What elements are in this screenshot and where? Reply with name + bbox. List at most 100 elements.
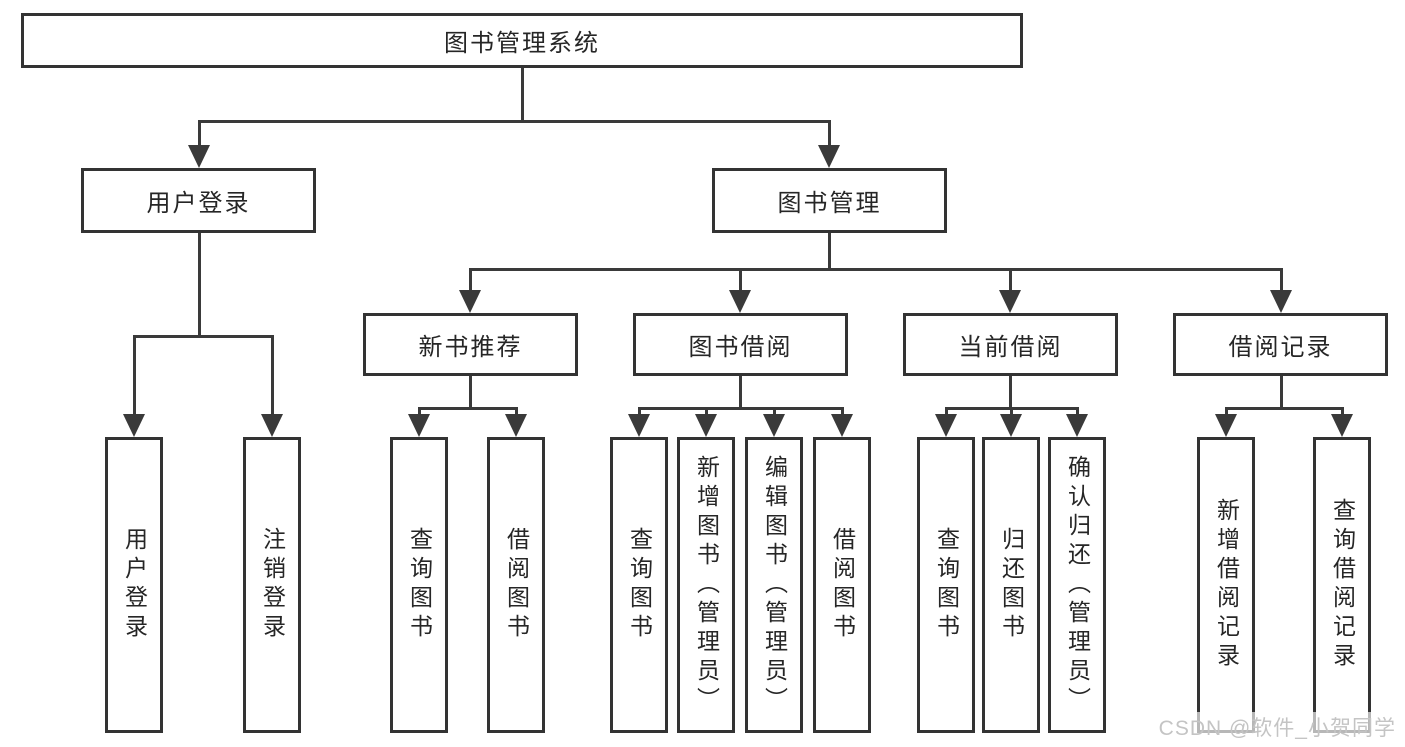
arrow-down-icon: [1331, 407, 1353, 437]
arrow-head: [123, 414, 145, 437]
node-book-management: 图书管理: [712, 168, 947, 233]
arrow-stem: [132, 335, 136, 417]
arrow-head: [695, 414, 717, 437]
arrow-head: [1331, 414, 1353, 437]
arrow-head: [628, 414, 650, 437]
node-leaf-query-borrow-rec: 查询借阅记录: [1313, 437, 1371, 733]
arrow-down-icon: [729, 268, 751, 313]
arrow-stem: [738, 268, 742, 293]
connector-stub-system-root: [520, 68, 524, 123]
arrow-stem: [1008, 268, 1012, 293]
arrow-down-icon: [628, 407, 650, 437]
arrow-stem: [1009, 407, 1013, 417]
arrow-stem: [270, 335, 274, 417]
arrow-down-icon: [935, 407, 957, 437]
node-leaf-add-borrow-rec: 新增借阅记录: [1197, 437, 1255, 733]
arrow-down-icon: [1000, 407, 1022, 437]
arrow-down-icon: [763, 407, 785, 437]
node-system-root: 图书管理系统: [21, 13, 1023, 68]
arrow-head: [459, 290, 481, 313]
arrow-stem: [514, 407, 518, 417]
connector-bar-book-management: [468, 268, 1283, 271]
arrow-down-icon: [1270, 268, 1292, 313]
arrow-down-icon: [459, 268, 481, 313]
node-label: 确认归还（管理员）: [1064, 454, 1091, 716]
node-leaf-query-books-3: 查询图书: [917, 437, 975, 733]
arrow-head: [818, 145, 840, 168]
node-label: 查询图书: [406, 527, 433, 643]
connector-stub-book-borrowing: [738, 376, 742, 410]
connector-stub-new-book-recommend: [468, 376, 472, 410]
node-label: 借阅图书: [829, 527, 856, 643]
node-leaf-return-book: 归还图书: [982, 437, 1040, 733]
node-label: 查询图书: [626, 527, 653, 643]
arrow-down-icon: [1215, 407, 1237, 437]
arrow-head: [505, 414, 527, 437]
node-label: 查询借阅记录: [1329, 498, 1356, 672]
arrow-down-icon: [188, 120, 210, 168]
arrow-stem: [840, 407, 844, 417]
connector-bar-book-borrowing: [637, 407, 844, 410]
arrow-down-icon: [695, 407, 717, 437]
node-label: 归还图书: [998, 527, 1025, 643]
arrow-head: [729, 290, 751, 313]
arrow-down-icon: [123, 335, 145, 437]
arrow-stem: [1340, 407, 1344, 417]
arrow-down-icon: [261, 335, 283, 437]
node-leaf-logout: 注销登录: [243, 437, 301, 733]
node-label: 注销登录: [259, 527, 286, 643]
node-label: 图书借阅: [688, 334, 793, 361]
node-label: 当前借阅: [958, 334, 1063, 361]
arrow-stem: [197, 120, 201, 148]
arrow-head: [1270, 290, 1292, 313]
arrow-down-icon: [505, 407, 527, 437]
node-label: 借阅记录: [1228, 334, 1333, 361]
node-label: 图书管理: [777, 190, 882, 217]
node-label: 新书推荐: [418, 334, 523, 361]
arrow-down-icon: [408, 407, 430, 437]
arrow-stem: [1279, 268, 1283, 293]
node-label: 用户登录: [121, 527, 148, 643]
arrow-stem: [944, 407, 948, 417]
arrow-stem: [827, 120, 831, 148]
node-leaf-borrow-books-2: 借阅图书: [813, 437, 871, 733]
connector-stub-book-management: [827, 233, 831, 271]
arrow-head: [935, 414, 957, 437]
arrow-head: [261, 414, 283, 437]
arrow-stem: [704, 407, 708, 417]
node-leaf-edit-book-admin: 编辑图书（管理员）: [745, 437, 803, 733]
node-label: 图书管理系统: [444, 30, 600, 57]
node-current-borrowing: 当前借阅: [903, 313, 1118, 376]
node-leaf-borrow-books-1: 借阅图书: [487, 437, 545, 733]
arrow-stem: [1075, 407, 1079, 417]
node-leaf-confirm-return: 确认归还（管理员）: [1048, 437, 1106, 733]
arrow-stem: [637, 407, 641, 417]
node-user-login: 用户登录: [81, 168, 316, 233]
connector-stub-borrow-records: [1279, 376, 1283, 410]
node-leaf-query-books-1: 查询图书: [390, 437, 448, 733]
arrow-stem: [1224, 407, 1228, 417]
arrow-head: [1215, 414, 1237, 437]
node-label: 查询图书: [933, 527, 960, 643]
node-book-borrowing: 图书借阅: [633, 313, 848, 376]
node-borrow-records: 借阅记录: [1173, 313, 1388, 376]
arrow-stem: [468, 268, 472, 293]
node-label: 编辑图书（管理员）: [761, 454, 788, 716]
node-leaf-user-login: 用户登录: [105, 437, 163, 733]
arrow-head: [763, 414, 785, 437]
node-label: 借阅图书: [503, 527, 530, 643]
arrow-head: [1000, 414, 1022, 437]
arrow-head: [831, 414, 853, 437]
connector-bar-user-login: [132, 335, 274, 338]
node-label: 用户登录: [146, 190, 251, 217]
node-label: 新增借阅记录: [1213, 498, 1240, 672]
csdn-watermark: CSDN @软件_小贺同学: [1155, 712, 1399, 742]
arrow-head: [999, 290, 1021, 313]
arrow-stem: [772, 407, 776, 417]
connector-stub-current-borrowing: [1008, 376, 1012, 410]
node-label: 新增图书（管理员）: [693, 454, 720, 716]
arrow-head: [408, 414, 430, 437]
connector-bar-system-root: [197, 120, 831, 123]
node-new-book-recommend: 新书推荐: [363, 313, 578, 376]
